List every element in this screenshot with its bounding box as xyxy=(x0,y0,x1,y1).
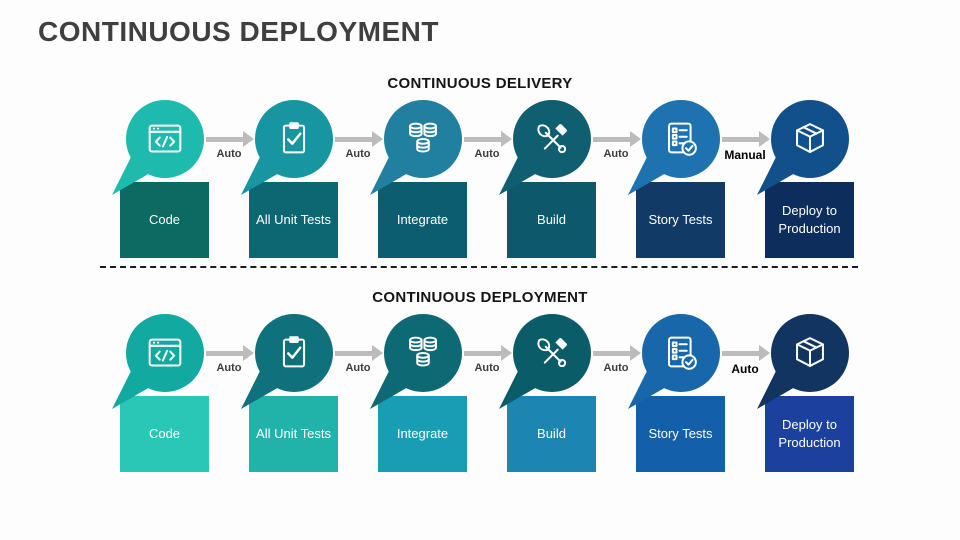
code-window-icon xyxy=(142,116,188,162)
step-label: Build xyxy=(537,426,566,442)
step-icon-circle xyxy=(641,100,720,178)
flow-arrow-icon xyxy=(721,350,759,356)
step-label: All Unit Tests xyxy=(256,212,331,228)
step-label-box: Integrate xyxy=(378,396,467,472)
connector-label: Auto xyxy=(731,362,759,376)
step-label: Story Tests xyxy=(648,212,713,228)
flow-arrow-icon xyxy=(334,350,372,356)
step-icon-circle xyxy=(512,100,591,178)
flow-arrow-icon xyxy=(334,136,372,142)
step-label: All Unit Tests xyxy=(256,426,331,442)
row-heading: CONTINUOUS DELIVERY xyxy=(387,75,573,92)
package-icon xyxy=(787,330,833,376)
step-label-box: All Unit Tests xyxy=(249,182,338,258)
step-label: Deploy to Production xyxy=(778,417,841,450)
flow-arrow-icon xyxy=(205,136,243,142)
step-icon-circle xyxy=(125,100,204,178)
step-icon-circle xyxy=(512,314,591,392)
step-label-box: Story Tests xyxy=(636,396,725,472)
flow-arrow-icon xyxy=(592,350,630,356)
clipboard-check-icon xyxy=(271,116,317,162)
flow-arrow-icon xyxy=(205,350,243,356)
step-icon-circle xyxy=(770,100,849,178)
connector-label: Auto xyxy=(603,148,629,160)
package-icon xyxy=(787,116,833,162)
step-label-box: Build xyxy=(507,182,596,258)
step-label: Story Tests xyxy=(648,426,713,442)
checklist-icon xyxy=(658,330,704,376)
step-icon-circle xyxy=(641,314,720,392)
step-label-box: Deploy to Production xyxy=(765,182,854,258)
clipboard-check-icon xyxy=(271,330,317,376)
step-label-box: Code xyxy=(120,396,209,472)
flow-arrow-icon xyxy=(463,136,501,142)
dashed-divider xyxy=(100,266,858,268)
step-label: Deploy to Production xyxy=(778,203,841,236)
step-label-box: Build xyxy=(507,396,596,472)
flow-arrow-icon xyxy=(721,136,759,142)
tools-icon xyxy=(529,330,575,376)
flow-arrow-icon xyxy=(592,136,630,142)
tools-icon xyxy=(529,116,575,162)
step-label: Integrate xyxy=(396,426,449,442)
row-heading: CONTINUOUS DEPLOYMENT xyxy=(372,289,588,306)
step-label-box: Deploy to Production xyxy=(765,396,854,472)
step-icon-circle xyxy=(125,314,204,392)
step-icon-circle xyxy=(383,314,462,392)
connector-label: Auto xyxy=(345,362,371,374)
step-label: Build xyxy=(537,212,566,228)
step-label-box: Code xyxy=(120,182,209,258)
connector-label: Auto xyxy=(216,148,242,160)
flow-arrow-icon xyxy=(463,350,501,356)
connector-label: Auto xyxy=(216,362,242,374)
step-icon-circle xyxy=(770,314,849,392)
connector-label: Auto xyxy=(474,148,500,160)
step-icon-circle xyxy=(383,100,462,178)
step-icon-circle xyxy=(254,100,333,178)
step-label-box: Integrate xyxy=(378,182,467,258)
database-stack-icon xyxy=(400,116,446,162)
checklist-icon xyxy=(658,116,704,162)
step-icon-circle xyxy=(254,314,333,392)
step-label: Code xyxy=(148,426,181,442)
step-label: Code xyxy=(148,212,181,228)
connector-label: Auto xyxy=(603,362,629,374)
step-label-box: All Unit Tests xyxy=(249,396,338,472)
database-stack-icon xyxy=(400,330,446,376)
connector-label: Manual xyxy=(724,148,766,162)
step-label-box: Story Tests xyxy=(636,182,725,258)
connector-label: Auto xyxy=(345,148,371,160)
step-label: Integrate xyxy=(396,212,449,228)
page-title: CONTINUOUS DEPLOYMENT xyxy=(38,16,439,47)
connector-label: Auto xyxy=(474,362,500,374)
code-window-icon xyxy=(142,330,188,376)
